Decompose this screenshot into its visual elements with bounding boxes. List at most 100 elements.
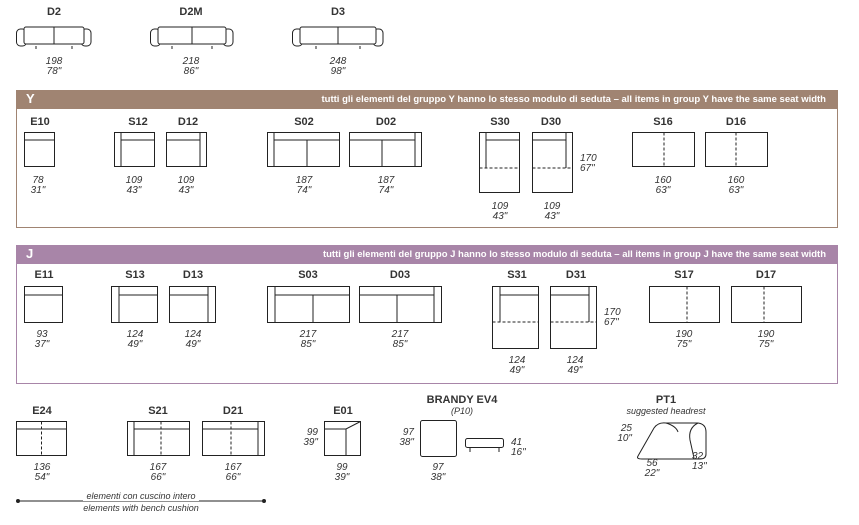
dim-cm: 217: [391, 329, 409, 340]
item-code: S31: [507, 269, 527, 281]
dim-cm: 109: [177, 175, 195, 186]
item-code: S30: [490, 116, 510, 128]
dim-cm: 78: [32, 175, 44, 186]
module-e10: [24, 132, 56, 168]
dim-in: 66": [150, 472, 166, 483]
dim-in: 31": [30, 185, 46, 196]
item-code: S03: [298, 269, 318, 281]
module-brandy-ev4: [420, 420, 458, 458]
module-e11: [24, 286, 64, 324]
group-j-header: J tutti gli elementi del gruppo J hanno …: [16, 245, 838, 264]
legend-line2: elements with bench cushion: [83, 503, 199, 513]
dim-in: 63": [728, 185, 744, 196]
dim-cm: 93: [36, 329, 48, 340]
module-s16: [632, 132, 696, 168]
module-s03: [267, 286, 351, 324]
dim-cm: 109: [125, 175, 143, 186]
dim-h-in: 39": [303, 437, 318, 448]
dim-in: 49": [567, 365, 583, 376]
depth-in: 67": [580, 163, 595, 174]
sofa-d2-drawing: [16, 25, 92, 49]
module-s21: [127, 421, 191, 457]
dim-in: 38": [430, 472, 446, 483]
module-s17: [649, 286, 721, 324]
dim-cm: 248: [329, 56, 347, 67]
sofa-d2m-drawing: [150, 25, 234, 49]
dim-in: 85": [392, 339, 408, 350]
dim-h-cm: 25: [620, 423, 632, 434]
module-d16: [705, 132, 769, 168]
dim-h-cm: 97: [402, 427, 414, 438]
dim-in: 43": [126, 185, 142, 196]
dim-d-cm: 32: [692, 451, 704, 462]
item-code: D03: [389, 269, 411, 281]
group-note: tutti gli elementi del gruppo Y hanno lo…: [321, 94, 826, 105]
dim-cm: 124: [566, 355, 584, 366]
dim-cm: 167: [149, 462, 167, 473]
module-d31: [550, 286, 598, 350]
dim-cm: 187: [295, 175, 313, 186]
module-d17: [731, 286, 803, 324]
legend-line1: elementi con cuscino intero: [83, 491, 199, 501]
brandy-subtitle: (P10): [450, 406, 473, 416]
item-code: D3: [330, 6, 346, 18]
module-s30: [479, 132, 521, 194]
module-d30: [532, 132, 574, 194]
headrest-pt1: [636, 418, 712, 460]
item-code: S02: [294, 116, 314, 128]
dim-in: 86": [183, 66, 199, 77]
dim-in: 49": [127, 339, 143, 350]
pt1-subtitle: suggested headrest: [626, 406, 706, 416]
dim-cm: 217: [299, 329, 317, 340]
dim-in: 49": [509, 365, 525, 376]
dim-cm: 160: [727, 175, 745, 186]
ottoman-side-view: [465, 438, 505, 454]
pt1-code: PT1: [655, 394, 677, 406]
dim-h-in: 10": [617, 433, 632, 444]
sofa-d3-drawing: [292, 25, 384, 49]
dim-in: 85": [300, 339, 316, 350]
dim-in: 39": [334, 472, 350, 483]
group-j-frame: [16, 264, 838, 384]
module-d21: [202, 421, 266, 457]
item-code: E10: [30, 116, 50, 128]
group-letter: Y: [26, 91, 35, 106]
dim-cm: 160: [654, 175, 672, 186]
item-code: D30: [540, 116, 562, 128]
item-code: S12: [128, 116, 148, 128]
module-s31: [492, 286, 540, 350]
dim-cm: 136: [33, 462, 51, 473]
item-code: D16: [725, 116, 747, 128]
dim-in: 43": [178, 185, 194, 196]
dim-in: 49": [185, 339, 201, 350]
group-letter: J: [26, 246, 34, 261]
dim-in: 66": [225, 472, 241, 483]
item-code: E24: [32, 405, 52, 417]
dim-in: 98": [330, 66, 346, 77]
dim-in: 43": [492, 211, 508, 222]
item-code: S16: [653, 116, 673, 128]
dim-cm: 124: [508, 355, 526, 366]
depth-in: 67": [604, 317, 619, 328]
item-code: D02: [375, 116, 397, 128]
item-code: E01: [333, 405, 353, 417]
dim-cm: 124: [126, 329, 144, 340]
dim-cm: 218: [182, 56, 200, 67]
dim-in: 78": [46, 66, 62, 77]
dim-in: 75": [758, 339, 774, 350]
dim-cm: 99: [336, 462, 348, 473]
dim-in: 43": [544, 211, 560, 222]
item-code: D17: [755, 269, 777, 281]
dim-in: 75": [676, 339, 692, 350]
dim-cm: 124: [184, 329, 202, 340]
item-code: S21: [148, 405, 168, 417]
brandy-title: BRANDY EV4: [426, 394, 498, 406]
legend-label-it: elementi con cuscino intero: [16, 491, 266, 501]
dim-in: 37": [34, 339, 50, 350]
dim-h-cm: 99: [306, 427, 318, 438]
item-code: S17: [674, 269, 694, 281]
dim-cm: 190: [675, 329, 693, 340]
item-code: D2M: [179, 6, 203, 18]
dim-cm: 198: [45, 56, 63, 67]
item-code: S13: [125, 269, 145, 281]
